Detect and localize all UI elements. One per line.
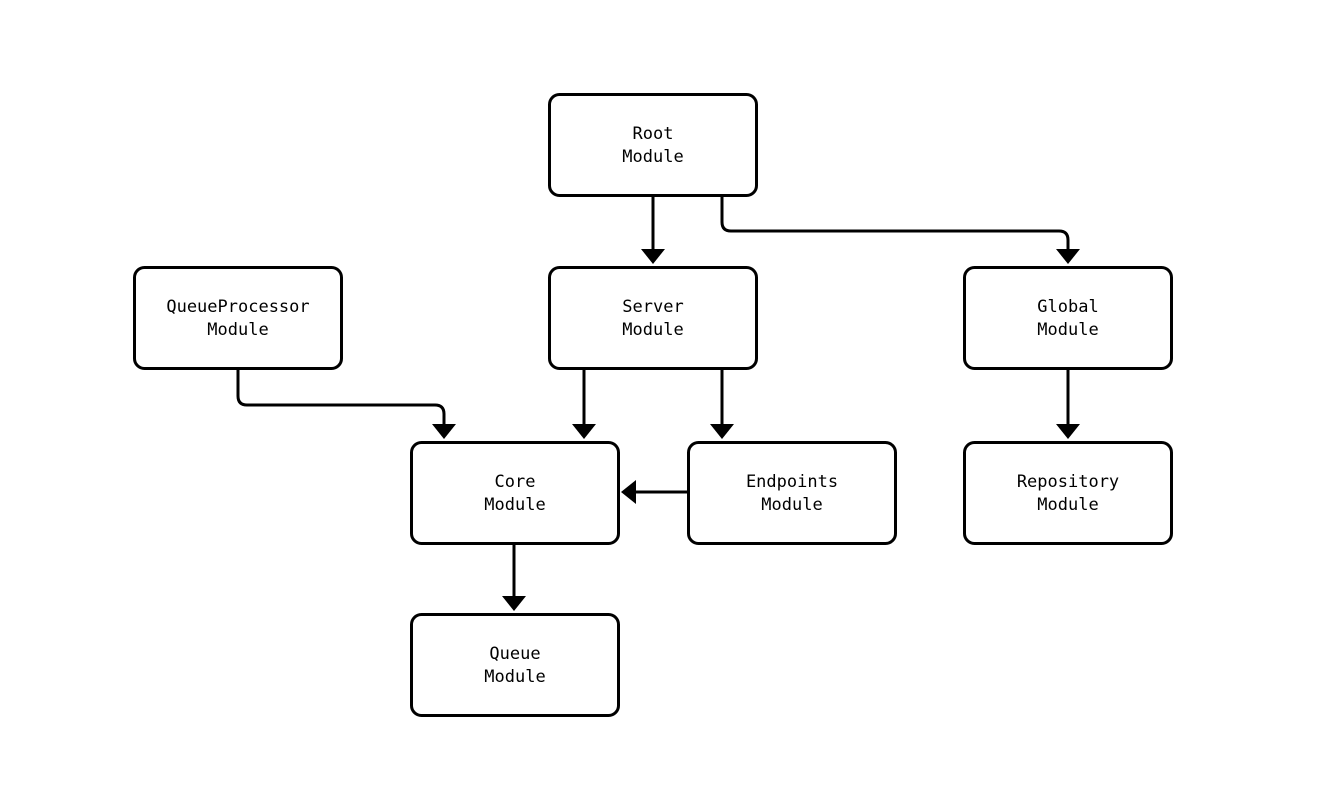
edge-root-to-global (720, 197, 1080, 264)
arrow-head-icon (621, 480, 636, 504)
node-box[interactable] (133, 266, 343, 370)
node-label-line1: QueueProcessor (166, 297, 309, 317)
node-label-line1: Queue (489, 644, 540, 664)
arrow-head-icon (1056, 249, 1080, 264)
edge-line (236, 370, 446, 428)
edge-queueprocessor-to-core (236, 370, 456, 439)
node-box[interactable] (410, 441, 620, 545)
edge-server-to-endpoints (710, 370, 734, 439)
edge-line (720, 197, 1070, 253)
node-label-line1: Repository (1017, 472, 1119, 492)
node-box[interactable] (548, 93, 758, 197)
node-label-line2: Module (207, 320, 268, 340)
node-label-line1: Global (1037, 297, 1098, 317)
node-label-line1: Core (495, 472, 536, 492)
arrow-head-icon (572, 424, 596, 439)
arrow-head-icon (1056, 424, 1080, 439)
node-label-line2: Module (484, 495, 545, 515)
node-label-line2: Module (484, 667, 545, 687)
arrow-head-icon (641, 249, 665, 264)
node-label-line2: Module (1037, 320, 1098, 340)
node-box[interactable] (963, 266, 1173, 370)
edge-endpoints-to-core (621, 480, 687, 504)
edge-core-to-queue (502, 545, 526, 611)
node-label-line2: Module (1037, 495, 1098, 515)
node-label-line1: Root (633, 124, 674, 144)
arrow-head-icon (710, 424, 734, 439)
node-box[interactable] (548, 266, 758, 370)
edge-server-to-core (572, 370, 596, 439)
node-label-line1: Endpoints (746, 472, 838, 492)
edge-root-to-server (641, 197, 665, 264)
node-label-line2: Module (761, 495, 822, 515)
node-box[interactable] (963, 441, 1173, 545)
node-label-line2: Module (622, 320, 683, 340)
arrow-head-icon (502, 596, 526, 611)
arrow-head-icon (432, 424, 456, 439)
node-box[interactable] (687, 441, 897, 545)
node-box[interactable] (410, 613, 620, 717)
edges-layer (236, 197, 1080, 611)
nodes-layer: RootModuleQueueProcessorModuleServerModu… (133, 93, 1173, 717)
node-label-line1: Server (622, 297, 683, 317)
node-label-line2: Module (622, 147, 683, 167)
edge-global-to-repository (1056, 370, 1080, 439)
